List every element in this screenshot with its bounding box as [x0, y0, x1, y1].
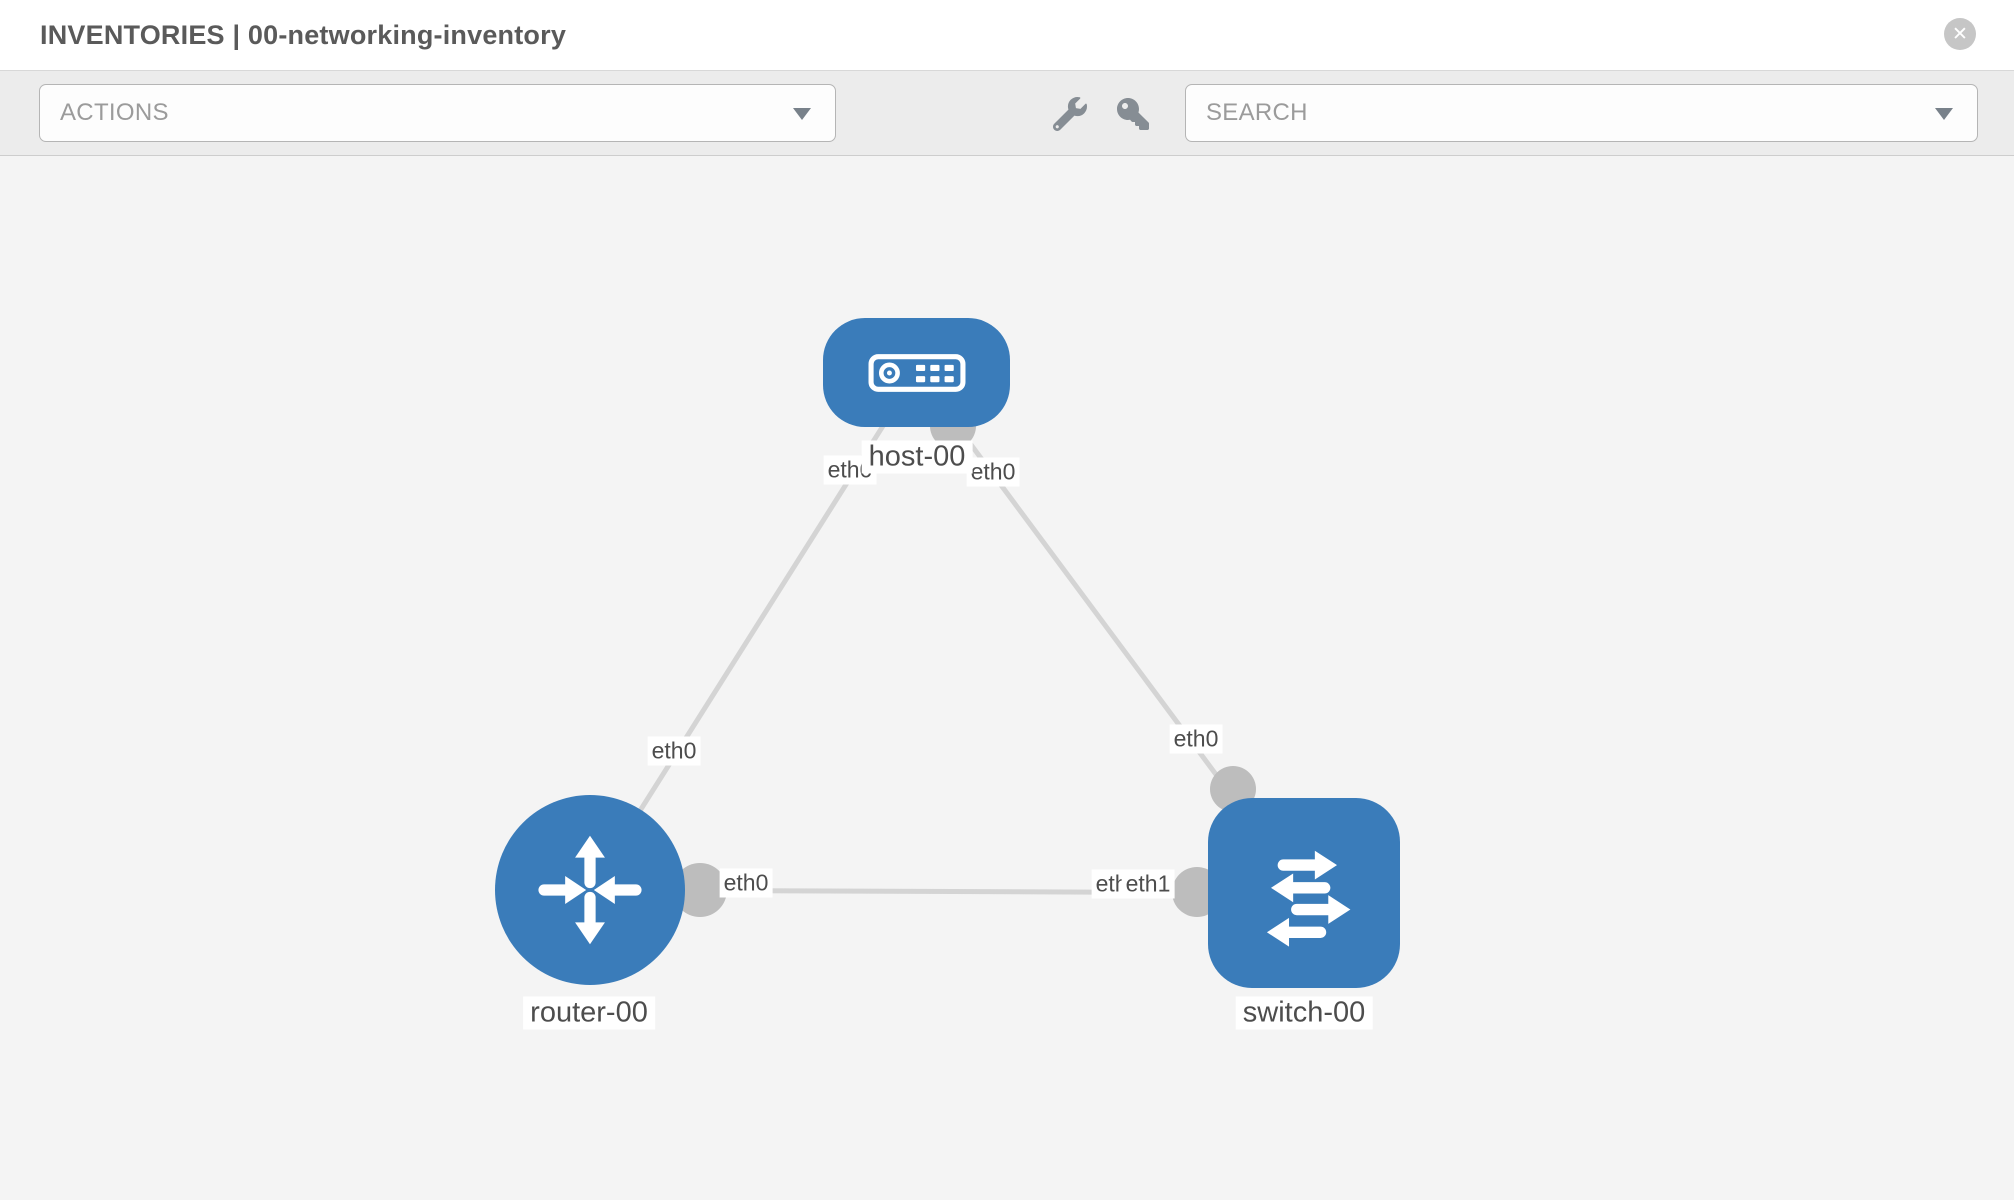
wrench-icon — [1053, 97, 1087, 131]
topology-links-layer — [587, 370, 1307, 917]
page-title: INVENTORIES | 00-networking-inventory — [40, 20, 567, 50]
close-icon[interactable]: ✕ — [1944, 18, 1976, 50]
chevron-down-icon — [1935, 108, 1953, 120]
node-host-00[interactable] — [823, 318, 1010, 427]
interface-endpoint[interactable] — [673, 863, 727, 917]
interface-label: eth1 — [1121, 869, 1175, 899]
wrench-button[interactable] — [1048, 92, 1092, 136]
node-label-router: router-00 — [523, 996, 655, 1030]
node-label-switch: switch-00 — [1235, 996, 1373, 1030]
switch-icon — [1266, 850, 1351, 947]
node-switch-00[interactable] — [1208, 798, 1400, 988]
interface-label: eth0 — [1169, 724, 1223, 754]
interface-label: eth0 — [719, 868, 773, 898]
chevron-down-icon — [793, 108, 811, 120]
host-device-icon — [868, 353, 965, 392]
node-router-00[interactable] — [495, 795, 685, 985]
close-x-glyph: ✕ — [1952, 23, 1968, 45]
toolbar: ACTIONS SEARCH — [0, 70, 2014, 156]
key-button[interactable] — [1111, 92, 1155, 136]
node-label-host: host-00 — [861, 440, 973, 474]
key-icon — [1117, 98, 1149, 130]
topology-canvas[interactable]: eth0 eth0 eth0 eth0 eth0 eth0 eth1 host-… — [0, 156, 2014, 1200]
actions-dropdown[interactable]: ACTIONS — [39, 84, 836, 142]
search-dropdown[interactable]: SEARCH — [1185, 84, 1978, 142]
interface-label: eth0 — [647, 736, 701, 766]
interface-endpoints — [673, 403, 1256, 917]
actions-dropdown-label: ACTIONS — [60, 99, 169, 126]
interface-label: eth0 — [966, 457, 1020, 487]
header-bar: INVENTORIES | 00-networking-inventory ✕ — [0, 0, 2014, 70]
search-dropdown-label: SEARCH — [1206, 99, 1308, 126]
router-icon — [538, 835, 642, 945]
